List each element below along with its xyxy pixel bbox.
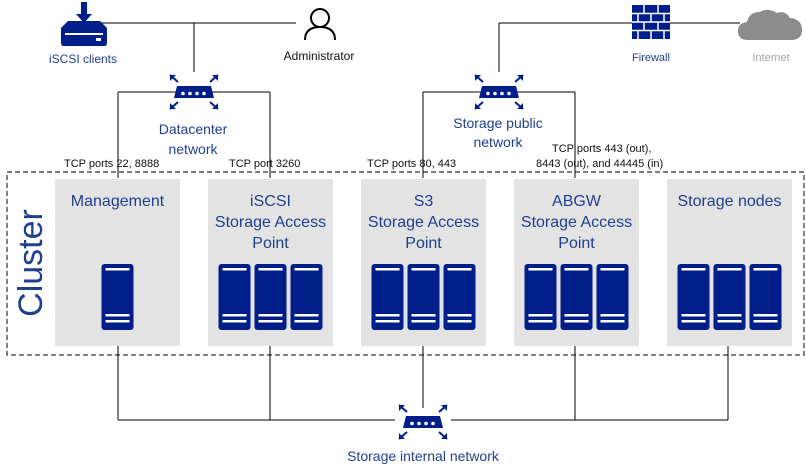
component-title-line: Storage Access xyxy=(521,214,632,231)
storage-internal-network-label: Storage internal network xyxy=(347,448,500,464)
server-icon xyxy=(749,264,782,330)
component-title-line: Storage nodes xyxy=(677,193,781,210)
network-switch-icon xyxy=(169,74,219,110)
network-switch-icon xyxy=(398,404,448,440)
connection-lines xyxy=(86,22,740,421)
internet-label: Internet xyxy=(752,52,789,64)
component-title-line: Storage Access xyxy=(215,214,326,231)
cluster-component: Storage nodes xyxy=(667,179,792,346)
ports-abgw-line1: TCP ports 443 (out), xyxy=(552,143,651,155)
component-title-line: ABGW xyxy=(552,193,602,210)
server-icon xyxy=(677,264,710,330)
server-icon xyxy=(371,264,404,330)
firewall-label: Firewall xyxy=(632,52,670,64)
component-title-line: Management xyxy=(71,193,165,210)
datacenter-network-line1: Datacenter xyxy=(159,121,228,137)
ports-s3: TCP ports 80, 443 xyxy=(367,158,456,170)
component-title-line: Point xyxy=(405,235,442,252)
person-icon xyxy=(304,8,336,41)
server-icon xyxy=(218,264,251,330)
component-title-line: S3 xyxy=(414,193,434,210)
server-icon xyxy=(524,264,557,330)
server-icon xyxy=(101,264,134,330)
cluster-boundary xyxy=(6,171,805,356)
network-switch-icon xyxy=(474,74,524,110)
ports-abgw-line2: 8443 (out), and 44445 (in) xyxy=(536,158,663,170)
component-title-line: iSCSI xyxy=(250,193,291,210)
component-title-line: Storage Access xyxy=(368,214,479,231)
server-icon xyxy=(443,264,476,330)
server-icon xyxy=(596,264,629,330)
download-server-icon xyxy=(61,2,107,46)
server-icon xyxy=(290,264,323,330)
cloud-icon xyxy=(738,9,802,41)
cluster-component: Management xyxy=(55,179,180,346)
datacenter-network-line2: network xyxy=(168,141,218,157)
server-icon xyxy=(713,264,746,330)
ports-iscsi: TCP port 3260 xyxy=(229,158,300,170)
iscsi-clients-label: iSCSI clients xyxy=(49,52,117,66)
component-title-line: Point xyxy=(558,235,595,252)
server-icon xyxy=(560,264,593,330)
storage-public-network-line2: network xyxy=(473,134,523,150)
firewall-icon xyxy=(632,5,670,39)
storage-public-network-line1: Storage public xyxy=(453,115,543,131)
administrator-label: Administrator xyxy=(284,49,355,63)
ports-management: TCP ports 22, 8888 xyxy=(64,158,159,170)
server-icon xyxy=(407,264,440,330)
component-title-line: Point xyxy=(252,235,289,252)
cluster-label: Cluster xyxy=(12,209,50,317)
server-icon xyxy=(254,264,287,330)
